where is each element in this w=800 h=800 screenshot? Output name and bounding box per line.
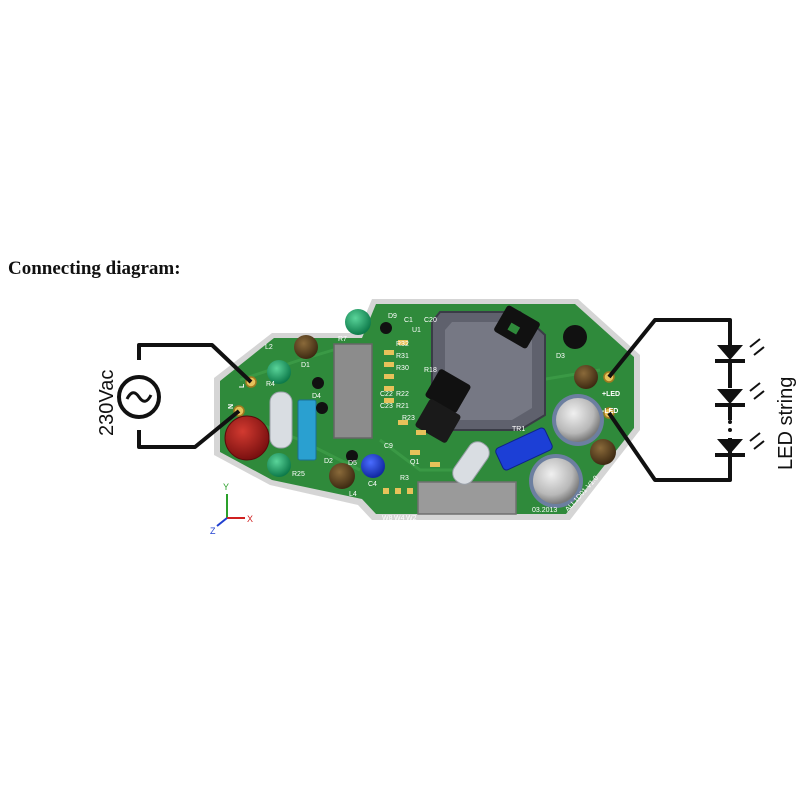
source-label: 230Vac [96, 370, 118, 436]
label-d3: D3 [556, 353, 565, 360]
load-label: LED string [775, 377, 797, 470]
label-r4: R4 [266, 381, 275, 388]
label-w8: W8 [382, 515, 393, 522]
label-d5: D5 [348, 460, 357, 467]
label-r30: R30 [396, 365, 409, 372]
axis-x-label: X [247, 514, 253, 524]
label-r3: R3 [400, 475, 409, 482]
diode-d9 [380, 322, 392, 334]
inductor-green-l [267, 360, 291, 384]
capacitor-brown-4 [590, 439, 616, 465]
inductor-green-r25 [267, 453, 291, 477]
capacitor-brown-2 [329, 463, 355, 489]
axis-triad-icon: Y X Z [210, 482, 253, 536]
ac-source-icon [117, 375, 161, 419]
label-c1: C1 [404, 317, 413, 324]
terminal-label-n: N [228, 404, 235, 409]
capacitor-c4 [361, 454, 385, 478]
terminal-label-plus-led: +LED [602, 391, 620, 398]
capacitor-brown-1 [294, 335, 318, 359]
label-d4: D4 [312, 393, 321, 400]
label-d2: D2 [324, 458, 333, 465]
label-c4: C4 [368, 481, 377, 488]
axis-z-label: Z [210, 526, 216, 536]
label-r32: R32 [396, 341, 409, 348]
diode-d4 [316, 402, 328, 414]
diode-d1 [312, 377, 324, 389]
axis-y-label: Y [223, 482, 229, 492]
terminal-label-l: L [239, 383, 246, 388]
capacitor-red [224, 415, 270, 461]
label-c9: C9 [384, 443, 393, 450]
page-title: Connecting diagram: [8, 258, 181, 279]
capacitor-blue-film [495, 427, 553, 471]
label-c23: C23 [380, 403, 393, 410]
capacitor-brown-3 [574, 365, 598, 389]
label-r25: R25 [292, 471, 305, 478]
resistor-cyan [297, 399, 317, 461]
label-u1: U1 [412, 327, 421, 334]
mosfet-q1 [494, 305, 540, 349]
diode-d5 [346, 450, 358, 462]
led-diode-icon [715, 338, 765, 457]
label-d9: D9 [388, 313, 397, 320]
inductor-l2-body [269, 391, 293, 449]
board-date: 03.2013 [532, 507, 557, 514]
mosfet-u1 [415, 369, 471, 443]
label-q1: Q1 [410, 459, 419, 466]
label-r23: R23 [402, 415, 415, 422]
label-r22: R22 [396, 391, 409, 398]
smd-parts [383, 340, 440, 494]
diode-d3 [563, 325, 587, 349]
label-tr1: TR1 [512, 426, 525, 433]
label-c20: C20 [424, 317, 437, 324]
ac-wiring [137, 343, 253, 449]
electrolytic-cap-small [529, 454, 583, 508]
inductor-green-top [345, 309, 371, 335]
label-r31: R31 [396, 353, 409, 360]
resistor-block-r3 [417, 481, 517, 515]
label-r7: R7 [338, 336, 347, 343]
label-c22: C22 [380, 391, 393, 398]
capacitor-block-c1 [333, 343, 373, 439]
electrolytic-cap-large [552, 394, 604, 446]
label-d1: D1 [301, 362, 310, 369]
label-l2: L2 [265, 344, 273, 351]
label-w4: W4 [394, 515, 405, 522]
terminal-label-minus-led: -LED [602, 408, 618, 415]
label-r18: R18 [424, 367, 437, 374]
label-l4: L4 [349, 491, 357, 498]
inductor-l4-body [452, 441, 490, 485]
label-w2: W2 [406, 515, 417, 522]
label-r21: R21 [396, 403, 409, 410]
